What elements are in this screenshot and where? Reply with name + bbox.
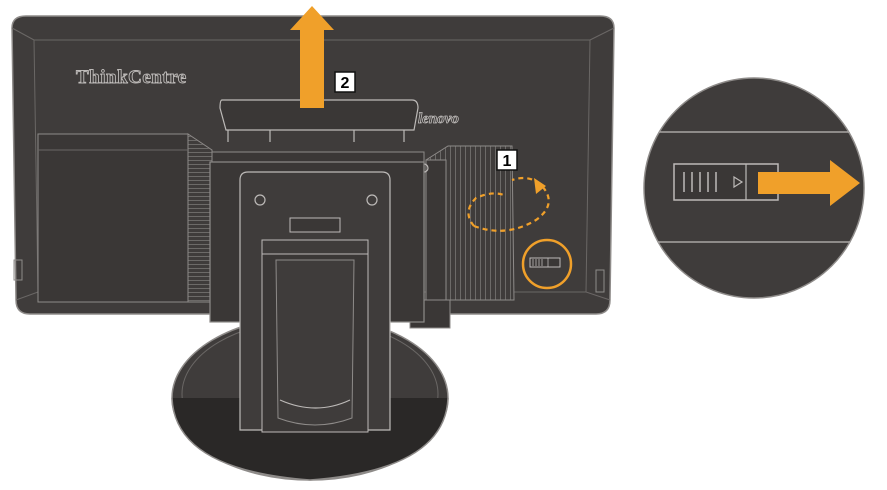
- left-vent-panel: [37, 133, 213, 303]
- curved-rotate-arrow-icon: [467, 176, 550, 232]
- step-2-badge: 2: [334, 71, 356, 93]
- latch-zoom-detail: [643, 77, 865, 299]
- latch-icon: [529, 257, 561, 268]
- arrow-right-icon: [758, 160, 860, 206]
- latch-highlight: [521, 238, 573, 290]
- brand-logo: ThinkCentre: [76, 67, 187, 88]
- step-1-number: 1: [503, 153, 512, 170]
- stand-neck: [209, 161, 425, 433]
- step-1-badge: 1: [496, 149, 518, 171]
- arrow-up-icon: [290, 6, 334, 108]
- top-cover: [211, 99, 425, 163]
- vendor-logo: lenovo: [418, 111, 459, 127]
- step-2-number: 2: [341, 75, 350, 92]
